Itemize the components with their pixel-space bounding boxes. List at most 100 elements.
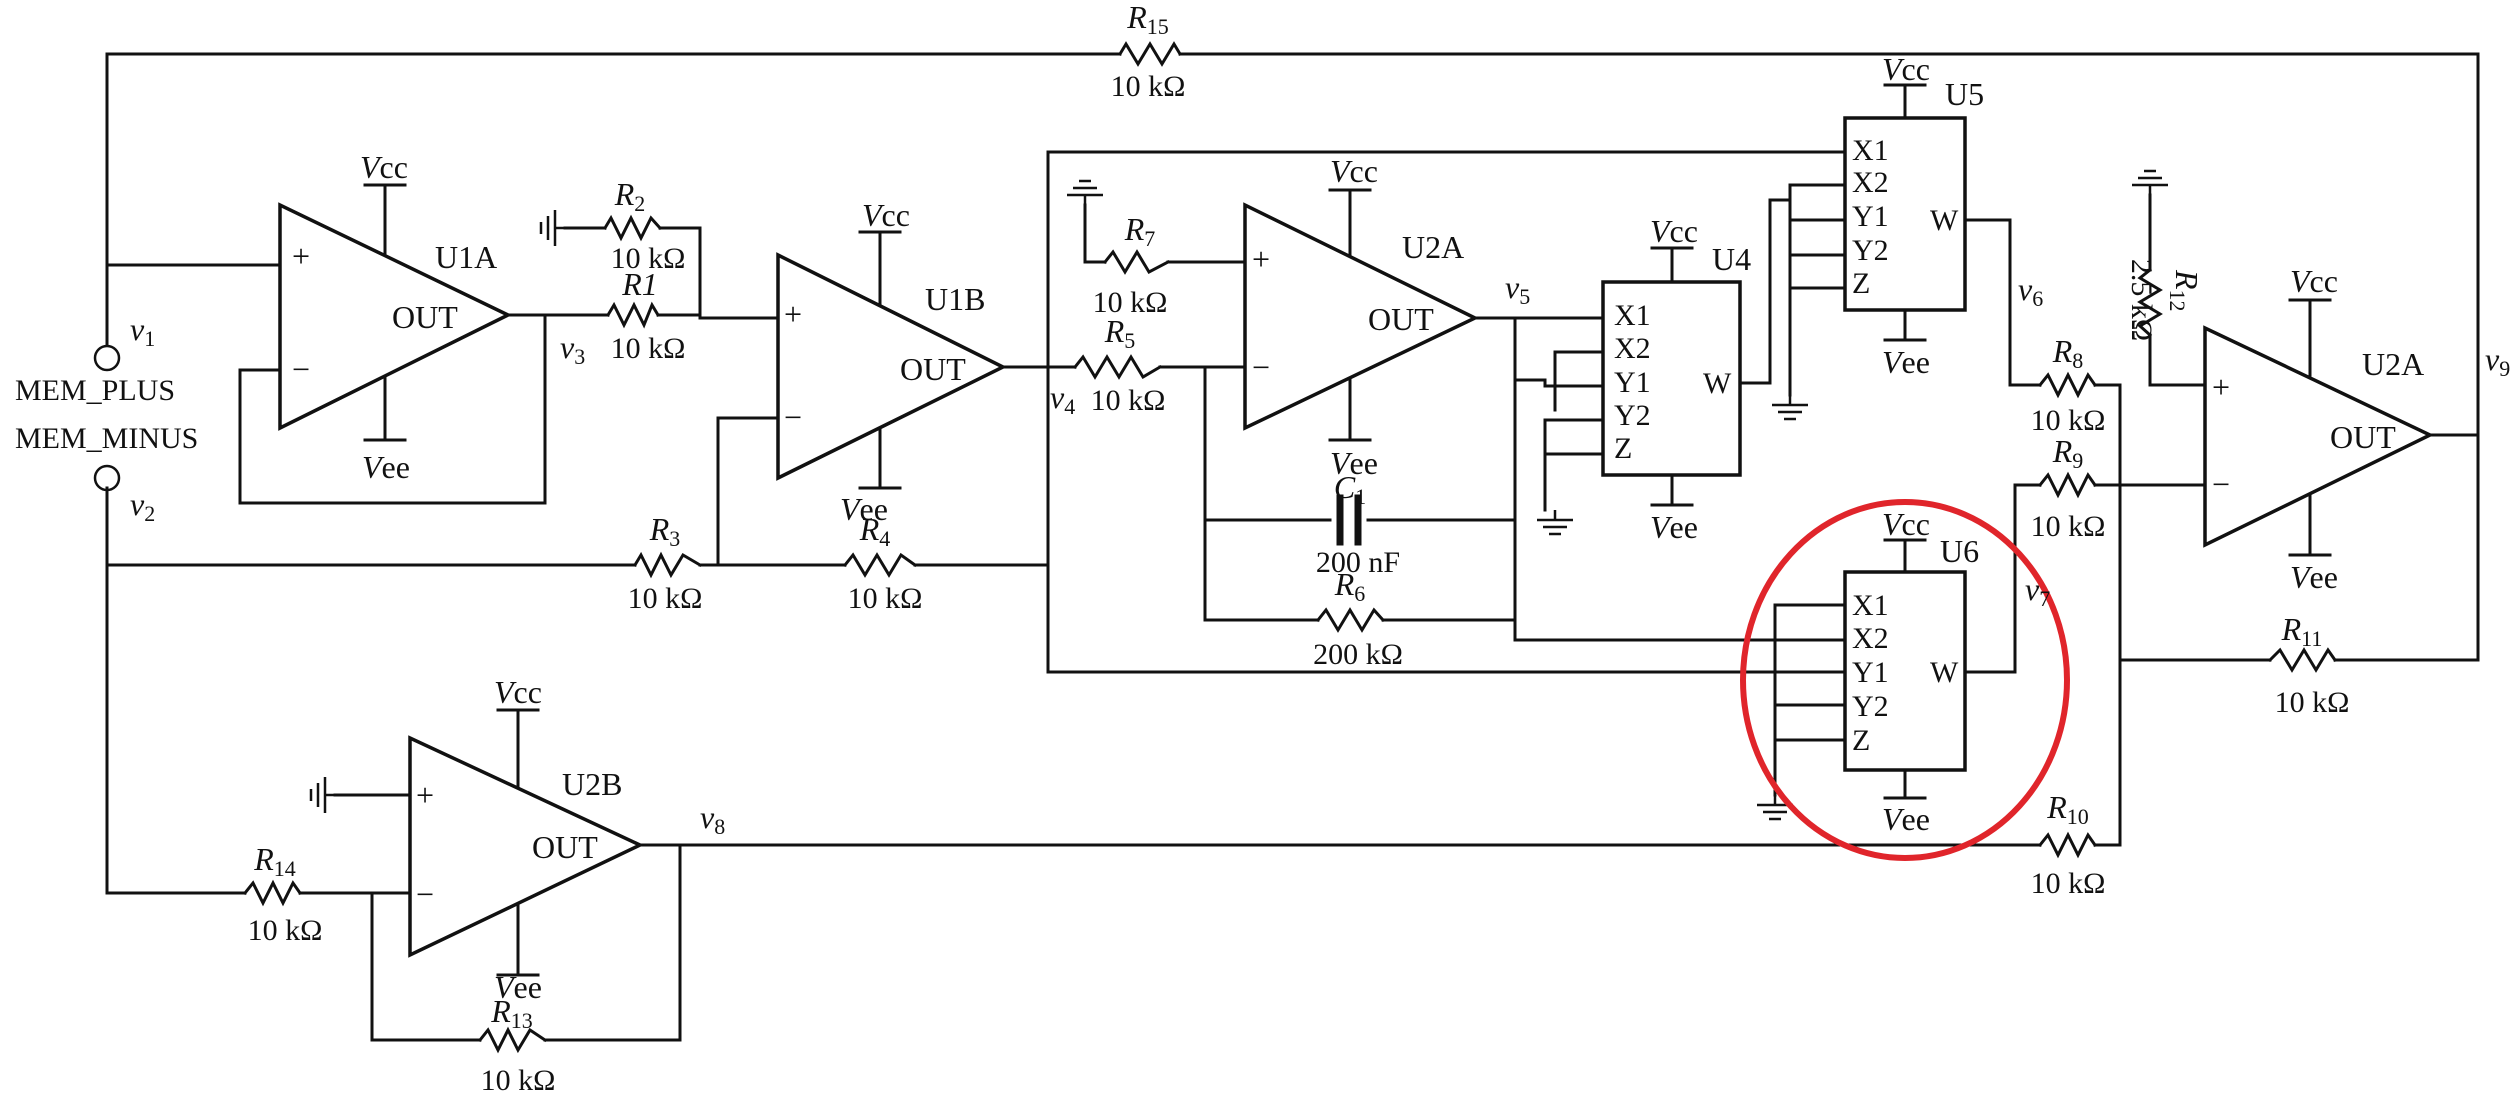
label-c1: C1 xyxy=(1334,469,1366,509)
svg-text:U2A: U2A xyxy=(1402,229,1464,265)
mem-plus-label: MEM_PLUS xyxy=(15,374,175,407)
label-r6: R6 xyxy=(1334,566,1366,606)
resistor-r14 xyxy=(242,879,303,907)
svg-text:OUT: OUT xyxy=(1368,301,1434,337)
ground-icon xyxy=(2130,169,2170,197)
svg-text:−: − xyxy=(1252,349,1270,385)
ground-icon xyxy=(539,208,567,248)
ground-icon xyxy=(1770,393,1810,421)
resistor-symbols xyxy=(242,41,2338,1054)
svg-text:10 kΩ: 10 kΩ xyxy=(848,582,923,615)
svg-text:X2: X2 xyxy=(1852,166,1889,199)
svg-text:Vcc: Vcc xyxy=(494,674,542,710)
svg-text:Z: Z xyxy=(1614,432,1632,465)
svg-text:U4: U4 xyxy=(1712,241,1751,277)
node-v9: v9 xyxy=(2485,341,2510,381)
svg-text:Vee: Vee xyxy=(840,491,888,527)
ground-icon xyxy=(1535,508,1575,536)
node-v2: v2 xyxy=(130,486,155,526)
svg-text:OUT: OUT xyxy=(2330,419,2396,455)
label-r15: R15 xyxy=(1126,0,1169,39)
multiplier-u4: X1 X2 Y1 Y2 Z W U4 Vcc Vee xyxy=(1601,213,1751,545)
label-r2: R2 xyxy=(614,176,646,216)
svg-text:Vee: Vee xyxy=(1330,445,1378,481)
node-v6: v6 xyxy=(2018,271,2043,311)
resistor-r12 xyxy=(2137,267,2163,338)
svg-text:2.5 kΩ: 2.5 kΩ xyxy=(2125,259,2158,341)
resistor-r6 xyxy=(1315,607,1386,633)
svg-text:Vcc: Vcc xyxy=(1882,51,1930,87)
svg-text:10 kΩ: 10 kΩ xyxy=(2031,867,2106,900)
svg-text:Vcc: Vcc xyxy=(1650,213,1698,249)
label-r13: R13 xyxy=(490,993,533,1033)
capacitor-c1 xyxy=(1336,494,1362,546)
node-v1: v1 xyxy=(130,311,155,351)
svg-text:−: − xyxy=(784,399,802,435)
node-v5: v5 xyxy=(1505,269,1530,309)
svg-text:U5: U5 xyxy=(1945,76,1984,112)
svg-text:Vee: Vee xyxy=(494,969,542,1005)
multiplier-u6: X1 X2 Y1 Y2 Z W U6 Vcc Vee xyxy=(1843,506,1979,837)
svg-text:+: + xyxy=(2212,369,2230,405)
svg-text:10 kΩ: 10 kΩ xyxy=(2031,404,2106,437)
opamp-u2b: + − OUT U2B Vcc Vee xyxy=(408,674,645,1005)
svg-text:U1B: U1B xyxy=(925,281,985,317)
mem-minus-label: MEM_MINUS xyxy=(15,422,198,455)
svg-text:U6: U6 xyxy=(1940,533,1979,569)
svg-text:−: − xyxy=(292,351,310,387)
label-r7: R7 xyxy=(1124,211,1156,251)
svg-text:Z: Z xyxy=(1852,267,1870,300)
wires xyxy=(105,52,2480,1042)
svg-text:Y1: Y1 xyxy=(1852,200,1889,233)
resistor-r4 xyxy=(842,552,918,578)
svg-text:+: + xyxy=(416,777,434,813)
svg-text:10 kΩ: 10 kΩ xyxy=(1091,384,1166,417)
svg-text:+: + xyxy=(1252,241,1270,277)
svg-text:Vcc: Vcc xyxy=(360,149,408,185)
label-r9: R9 xyxy=(2052,433,2084,473)
svg-text:200 nF: 200 nF xyxy=(1316,546,1400,579)
resistor-r13 xyxy=(477,1026,548,1054)
label-r5: R5 xyxy=(1104,313,1136,353)
svg-text:Vee: Vee xyxy=(1882,344,1930,380)
svg-text:10 kΩ: 10 kΩ xyxy=(611,242,686,275)
svg-text:U2A: U2A xyxy=(2362,346,2424,382)
svg-text:Y1: Y1 xyxy=(1614,366,1651,399)
resistor-r3 xyxy=(632,551,703,579)
label-r4: R4 xyxy=(859,511,891,551)
svg-text:Y2: Y2 xyxy=(1852,690,1889,723)
svg-text:+: + xyxy=(784,296,802,332)
opamp-u2a-integrator: + − OUT U2A Vcc Vee xyxy=(1243,153,1480,481)
svg-text:Vee: Vee xyxy=(2290,559,2338,595)
svg-text:R12: R12 xyxy=(2165,269,2205,312)
svg-text:10 kΩ: 10 kΩ xyxy=(2031,510,2106,543)
svg-text:Y2: Y2 xyxy=(1614,399,1651,432)
svg-text:W: W xyxy=(1930,204,1959,237)
node-labels: v1 v2 v3 v4 v5 v6 v7 v8 v9 xyxy=(130,269,2510,839)
svg-text:Vee: Vee xyxy=(1650,509,1698,545)
svg-text:X2: X2 xyxy=(1614,332,1651,365)
svg-text:10 kΩ: 10 kΩ xyxy=(2275,686,2350,719)
svg-text:Y1: Y1 xyxy=(1852,656,1889,689)
svg-text:Vcc: Vcc xyxy=(1882,506,1930,542)
svg-text:−: − xyxy=(416,876,434,912)
resistor-r10 xyxy=(2037,831,2098,859)
label-r8: R8 xyxy=(2052,333,2084,373)
resistor-r1 xyxy=(605,301,661,329)
svg-text:W: W xyxy=(1930,656,1959,689)
svg-text:X1: X1 xyxy=(1614,299,1651,332)
svg-text:200 kΩ: 200 kΩ xyxy=(1313,638,1403,671)
svg-text:−: − xyxy=(2212,466,2230,502)
resistor-r8 xyxy=(2037,371,2098,399)
svg-text:10 kΩ: 10 kΩ xyxy=(628,582,703,615)
node-v3: v3 xyxy=(560,329,585,369)
label-r14: R14 xyxy=(253,841,296,881)
svg-text:Vee: Vee xyxy=(362,449,410,485)
ground-icon xyxy=(1065,179,1105,207)
svg-text:X2: X2 xyxy=(1852,622,1889,655)
svg-text:X1: X1 xyxy=(1852,589,1889,622)
node-v7: v7 xyxy=(2025,571,2050,611)
terminals: MEM_PLUS MEM_MINUS xyxy=(15,344,198,492)
svg-text:Vcc: Vcc xyxy=(862,197,910,233)
